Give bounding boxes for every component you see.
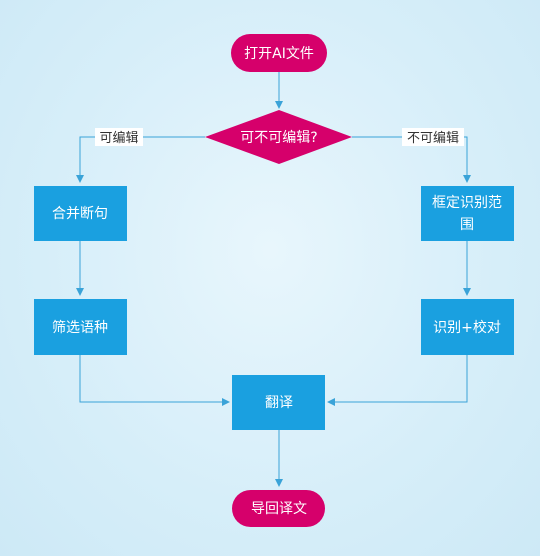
node-start: 打开AI文件 — [231, 34, 327, 72]
node-end: 导回译文 — [232, 490, 325, 527]
node-start-label: 打开AI文件 — [244, 45, 314, 62]
node-frame-label-line1: 框定识别范 — [432, 194, 502, 211]
node-filter-label: 筛选语种 — [52, 320, 108, 336]
node-decision: 可不可编辑? — [205, 110, 352, 164]
edge-recognize-to-translate — [327, 355, 468, 406]
node-merge-label: 合并断句 — [52, 206, 108, 222]
node-frame: 框定识别范 围 — [421, 186, 514, 241]
node-translate-label: 翻译 — [265, 395, 293, 411]
node-merge: 合并断句 — [34, 186, 127, 241]
edge-label-no: 不可编辑 — [402, 128, 464, 146]
edge-decision-to-frame — [352, 136, 471, 183]
edge-decision-to-merge — [76, 136, 205, 183]
edge-label-no-text: 不可编辑 — [407, 131, 459, 146]
node-filter: 筛选语种 — [34, 299, 127, 355]
node-frame-label-line2: 围 — [460, 217, 474, 233]
node-end-label: 导回译文 — [251, 501, 307, 517]
edges — [76, 72, 471, 487]
node-decision-label: 可不可编辑? — [240, 130, 317, 146]
edge-filter-to-translate — [79, 355, 230, 406]
node-recognize-label: 识别+校对 — [433, 319, 501, 336]
node-recognize: 识别+校对 — [421, 299, 514, 355]
edge-label-yes: 可编辑 — [95, 128, 143, 146]
edge-label-yes-text: 可编辑 — [99, 131, 138, 146]
node-translate: 翻译 — [232, 375, 325, 430]
